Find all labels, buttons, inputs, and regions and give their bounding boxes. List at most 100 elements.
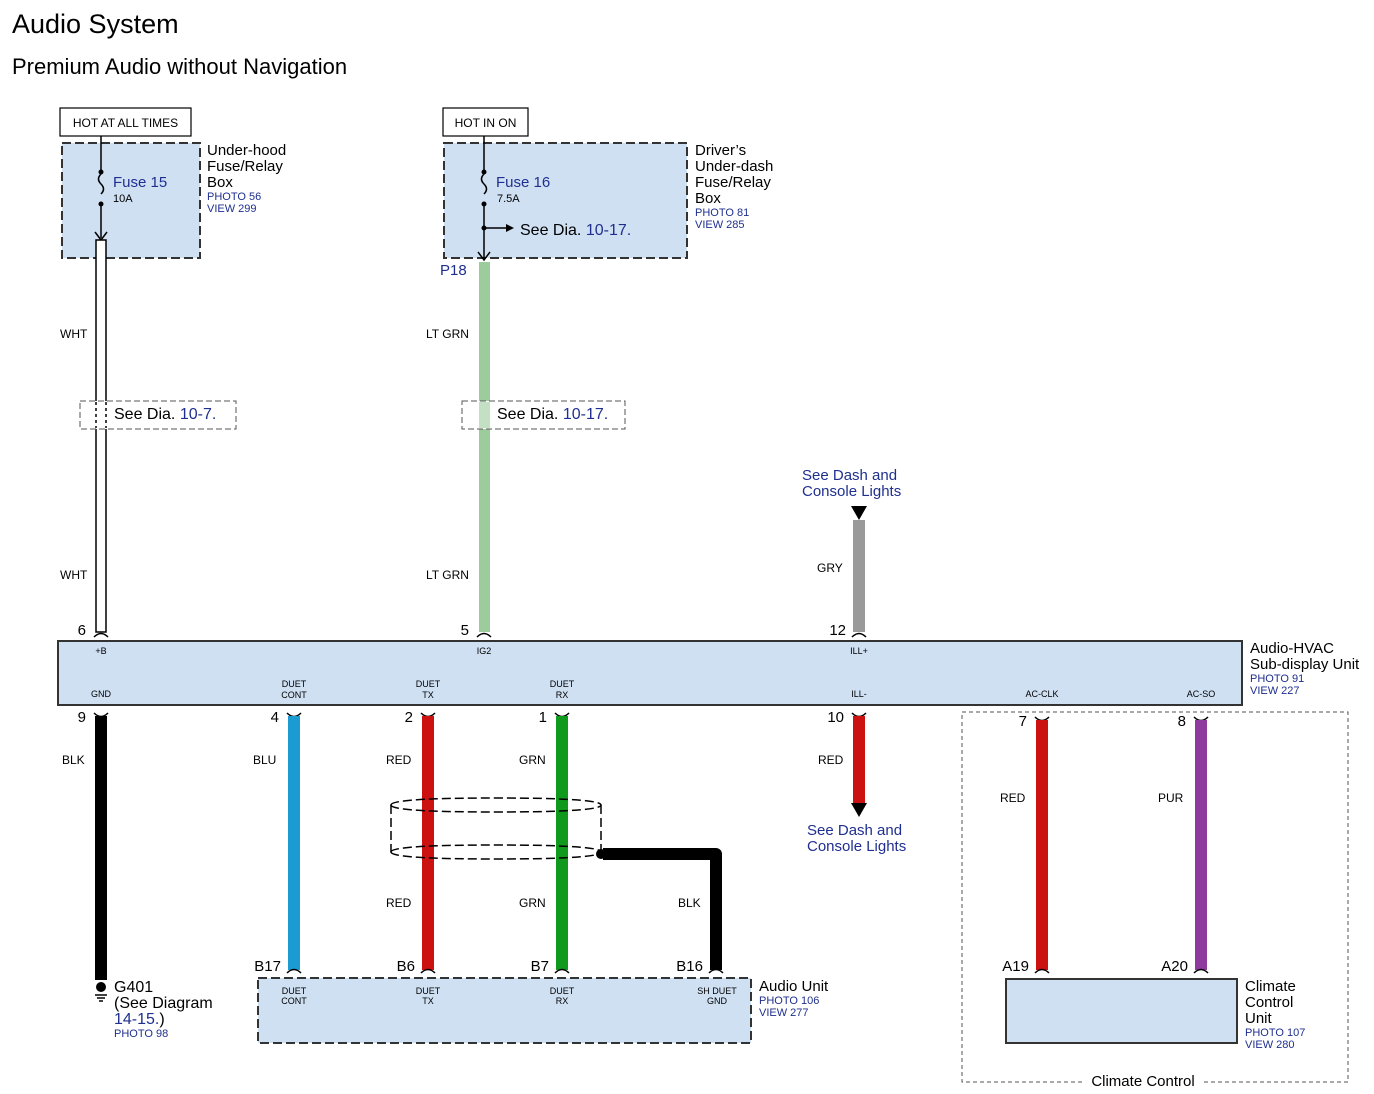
audio-pin-duet-rx-2: RX xyxy=(556,996,569,1006)
wire-label-grn-1: GRN xyxy=(519,753,546,767)
fuse-15-label: Fuse 15 xyxy=(113,174,167,191)
audio-unit-name: Audio Unit xyxy=(759,978,829,995)
pin-label-ac-so: AC-SO xyxy=(1187,689,1216,699)
wire-blk xyxy=(95,716,107,980)
audio-pin-duet-tx-1: DUET xyxy=(416,986,441,996)
pin-label-ac-clk: AC-CLK xyxy=(1025,689,1058,699)
wire-label-blk: BLK xyxy=(62,753,85,767)
see-dia-10-7-ref: See Dia. 10-7. xyxy=(114,406,216,423)
down-arrow-icon xyxy=(851,506,867,520)
audio-unit-photo: PHOTO 106 xyxy=(759,995,819,1007)
pin-num-5: 5 xyxy=(461,622,469,639)
pin-label-ill-minus: ILL- xyxy=(851,689,867,699)
pin-label-duet-cont-1: DUET xyxy=(282,679,307,689)
pin-num-8: 8 xyxy=(1178,713,1186,730)
underhood-box-name-2: Fuse/Relay xyxy=(207,158,283,175)
pin-num-a19: A19 xyxy=(1002,958,1029,975)
ground-see-diagram: (See Diagram xyxy=(114,995,213,1012)
pin-num-b7: B7 xyxy=(531,958,549,975)
pin-num-9: 9 xyxy=(78,709,86,726)
pin-label-duet-tx-1: DUET xyxy=(416,679,441,689)
climate-control-group-label: Climate Control xyxy=(1091,1073,1194,1090)
pin-label-plus-b: +B xyxy=(95,646,106,656)
pin-num-2: 2 xyxy=(405,709,413,726)
page-title: Audio System xyxy=(12,9,179,39)
climate-control-unit xyxy=(1005,978,1238,1044)
underhood-fuse-box xyxy=(61,142,201,259)
underdash-box-name-2: Under-dash xyxy=(695,158,773,175)
down-arrow-icon xyxy=(851,803,867,817)
wire-blk-shield xyxy=(603,848,722,970)
wire-label-red-ill: RED xyxy=(818,753,844,767)
fuse-15-rating: 10A xyxy=(113,193,133,205)
audio-pin-duet-tx-2: TX xyxy=(422,996,434,1006)
hot-in-on-label-box xyxy=(442,107,529,137)
page-subtitle: Premium Audio without Navigation xyxy=(12,54,347,79)
underdash-box-name-4: Box xyxy=(695,190,721,207)
pin-label-duet-rx-1: DUET xyxy=(550,679,575,689)
pin-num-1: 1 xyxy=(539,709,547,726)
pin-num-b17: B17 xyxy=(254,958,281,975)
audio-unit-pin-terminals xyxy=(286,968,724,974)
see-dia-10-17-ref: See Dia. 10-17. xyxy=(497,406,608,423)
ground-name: G401 xyxy=(114,979,153,996)
wire-label-red-2: RED xyxy=(386,896,412,910)
pin-num-7: 7 xyxy=(1019,713,1027,730)
underhood-box-name-3: Box xyxy=(207,174,233,191)
audio-unit-view: VIEW 277 xyxy=(759,1007,809,1019)
wire-label-blk-shield: BLK xyxy=(678,896,701,910)
subdisplay-name-2: Sub-display Unit xyxy=(1250,656,1360,673)
dash-lights-ref-top-2: Console Lights xyxy=(802,483,901,500)
underdash-fuse-box xyxy=(443,142,688,259)
audio-pin-duet-cont-1: DUET xyxy=(282,986,307,996)
climate-unit-name-2: Control xyxy=(1245,994,1293,1011)
audio-pin-duet-cont-2: CONT xyxy=(281,996,307,1006)
hot-at-all-times-label-box xyxy=(59,107,192,137)
wire-label-blu: BLU xyxy=(253,753,276,767)
subdisplay-name-1: Audio-HVAC xyxy=(1250,640,1334,657)
bottom-pin-terminals xyxy=(93,712,1209,722)
subdisplay-photo: PHOTO 91 xyxy=(1250,673,1304,685)
wire-label-red-clk: RED xyxy=(1000,791,1026,805)
wire-blu xyxy=(288,716,300,970)
climate-unit-pin-terminals xyxy=(1034,968,1209,974)
wire-label-wht-2: WHT xyxy=(60,568,88,582)
wire-label-lt-grn-1: LT GRN xyxy=(426,327,469,341)
audio-hvac-subdisplay-unit xyxy=(57,640,1243,706)
pin-num-a20: A20 xyxy=(1161,958,1188,975)
underhood-box-name-1: Under-hood xyxy=(207,142,286,159)
wire-lt-grn xyxy=(479,262,490,632)
connector-p18: P18 xyxy=(440,262,467,279)
ground-photo: PHOTO 98 xyxy=(114,1028,168,1040)
top-pin-terminals xyxy=(93,632,867,638)
pin-label-duet-rx-2: RX xyxy=(556,690,569,700)
ground-see-ref: 14-15.) xyxy=(114,1011,165,1028)
wire-label-pur: PUR xyxy=(1158,791,1184,805)
audio-pin-sh-duet-gnd-1: SH DUET xyxy=(697,986,737,996)
climate-unit-name-1: Climate xyxy=(1245,978,1296,995)
wire-wht xyxy=(95,239,107,633)
fuse-15-icon xyxy=(97,173,105,195)
fuse-terminal-icon xyxy=(98,169,104,175)
wire-label-lt-grn-2: LT GRN xyxy=(426,568,469,582)
underdash-box-photo: PHOTO 81 xyxy=(695,207,749,219)
fuse-16-label: Fuse 16 xyxy=(496,174,550,191)
branch-arrow-icon xyxy=(506,224,514,232)
hot-in-on-label: HOT IN ON xyxy=(455,116,517,130)
fuse-16-icon xyxy=(480,173,488,195)
climate-unit-name-3: Unit xyxy=(1245,1010,1273,1027)
pin-label-ig2: IG2 xyxy=(477,646,492,656)
wire-red-ill xyxy=(853,716,865,804)
underhood-box-view: VIEW 299 xyxy=(207,203,257,215)
wire-label-grn-2: GRN xyxy=(519,896,546,910)
underhood-box-photo: PHOTO 56 xyxy=(207,191,261,203)
pin-label-duet-cont-2: CONT xyxy=(281,690,307,700)
wire-gry xyxy=(853,520,865,632)
pin-label-ill-plus: ILL+ xyxy=(850,646,868,656)
audio-pin-duet-rx-1: DUET xyxy=(550,986,575,996)
audio-pin-sh-duet-gnd-2: GND xyxy=(707,996,728,1006)
pin-num-b6: B6 xyxy=(397,958,415,975)
wire-label-gry: GRY xyxy=(817,561,843,575)
pin-num-12: 12 xyxy=(829,622,846,639)
hot-at-all-times-label: HOT AT ALL TIMES xyxy=(73,116,178,130)
